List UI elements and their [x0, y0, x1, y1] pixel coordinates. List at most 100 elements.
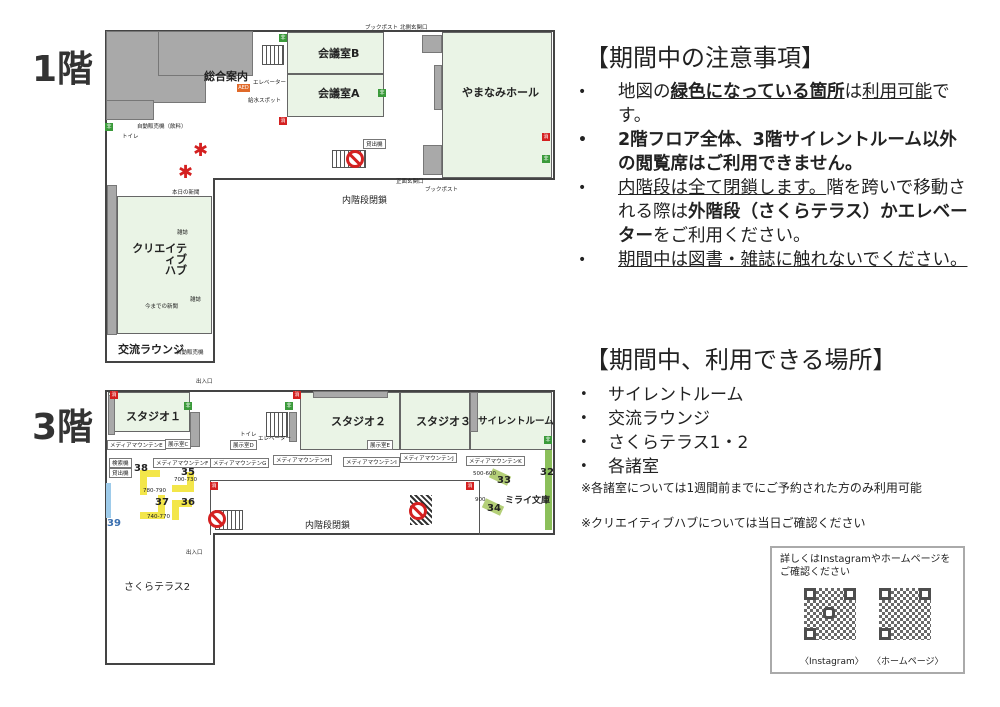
no-entry-icon [346, 150, 364, 168]
main-entrance-label: 正面玄関口 [396, 179, 424, 185]
search-terminal-label: 検索機 [109, 458, 132, 468]
note-text: 階を跨いで移動される際は [618, 178, 966, 222]
room-creative-hub: クリエイティブ ハブ [132, 242, 187, 277]
shelf-range: 500-600 [473, 471, 496, 477]
qr-box: 詳しくはInstagramやホームページをご確認ください 〈Instagram〉… [770, 546, 965, 674]
vending-label: 自動販売機 [176, 350, 204, 356]
water-spot-label: 給水スポット [248, 98, 282, 104]
shelf-range: 700-730 [174, 477, 197, 483]
media-mountain-label: メディアマウンテンH [273, 455, 333, 465]
emergency-exit-icon: 非 [279, 34, 287, 42]
note-text: をご利用ください。 [653, 226, 811, 246]
shelf-32 [545, 450, 552, 530]
fire-extinguisher-icon: 消 [542, 133, 550, 141]
media-mountain-label: メディアマウンテンE [107, 440, 166, 450]
emergency-exit-icon: 非 [542, 155, 550, 163]
homepage-label: 〈ホームページ〉 [872, 657, 944, 667]
emergency-exit-icon: 非 [285, 402, 293, 410]
instagram-label: 〈Instagram〉 [800, 657, 864, 667]
fire-extinguisher-icon: 消 [279, 117, 287, 125]
shelf-number: 36 [181, 497, 195, 508]
media-mountain-label: メディアマウンテンJ [400, 453, 457, 463]
info-desk: 総合案内 [204, 70, 248, 83]
shelf-number: 39 [107, 518, 121, 529]
shelf-number: 37 [155, 497, 169, 508]
north-entrance-label: 北側玄関口 [400, 25, 428, 31]
note-item: 内階段は全て閉鎖します。階を跨いで移動される際は外階段（さくらテラス）かエレベー… [578, 176, 968, 248]
place-item: サイレントルーム [580, 383, 748, 407]
seat-group-icon: ✱ [193, 140, 209, 161]
places-title: 【期間中、利用できる場所】 [585, 346, 897, 374]
note-text: 利用可能 [862, 82, 933, 102]
stairs-closed-label: 内階段閉鎖 [305, 521, 351, 531]
book-post-label: ブックポスト [425, 187, 459, 193]
shelf-number: 34 [487, 503, 501, 514]
note-text: 緑色になっている箇所 [670, 82, 845, 102]
instagram-icon [823, 607, 835, 619]
past-newspaper-label: 今までの新聞 [145, 304, 179, 310]
emergency-exit-icon: 非 [105, 123, 113, 131]
no-entry-icon [208, 510, 226, 528]
room-yamanami-hall: やまなみホール [462, 86, 539, 99]
instagram-qr-code[interactable] [804, 588, 856, 640]
shelf-range: 740-770 [147, 514, 170, 520]
fire-extinguisher-icon: 消 [110, 391, 118, 399]
vending-label: 自動販売機（飲料） [137, 124, 187, 130]
mirai-bunko-label: ミライ文庫 [505, 496, 551, 506]
exit-label: 出入口 [196, 379, 213, 385]
room-studio-1: スタジオ１ [126, 410, 181, 423]
note-item: 2階フロア全体、3階サイレントルーム以外の閲覧席はご利用できません。 [578, 128, 968, 176]
room-meeting-b: 会議室B [318, 47, 360, 60]
place-item: 交流ラウンジ [580, 407, 748, 431]
exhibit-d-label: 展示室D [230, 440, 257, 450]
shelf-number: 33 [497, 475, 511, 486]
elevator-label: エレベーター [253, 80, 287, 86]
places-footnote: ※クリエイティブハブについては当日ご確認ください [581, 516, 866, 530]
toilet-label: トイレ [240, 432, 257, 438]
book-post-label: ブックポスト [365, 25, 399, 31]
room-sakura-terrace-2: さくらテラス2 [124, 582, 191, 593]
emergency-exit-icon: 非 [544, 436, 552, 444]
room-studio-3: スタジオ３ [416, 415, 471, 428]
room-silent: サイレントルーム [478, 416, 554, 427]
note-text: 地図の [618, 82, 671, 102]
note-item: 地図の緑色になっている箇所は利用可能です。 [578, 80, 968, 128]
exhibit-c-label: 展示室C [165, 439, 192, 449]
fire-extinguisher-icon: 消 [466, 482, 474, 490]
homepage-qr-code[interactable] [879, 588, 931, 640]
elevator-label: エレベーター [258, 436, 292, 442]
notes-list: 地図の緑色になっている箇所は利用可能です。 2階フロア全体、3階サイレントルーム… [578, 80, 968, 272]
note-item: 期間中は図書・雑誌に触れないでください。 [578, 248, 968, 272]
lending-machine-label: 貸出機 [363, 139, 386, 149]
emergency-exit-icon: 非 [378, 89, 386, 97]
places-footnote: ※各諸室については1週間前までにご予約された方のみ利用可能 [581, 481, 922, 495]
toilet-label: トイレ [122, 134, 139, 140]
newspaper-label: 本日の新聞 [172, 190, 200, 196]
emergency-exit-icon: 非 [184, 402, 192, 410]
no-entry-icon [409, 502, 427, 520]
shelf-number: 32 [540, 467, 554, 478]
place-item: 各諸室 [580, 455, 748, 479]
place-item: さくらテラス1・2 [580, 431, 748, 455]
note-text: は [844, 82, 863, 102]
shelf-number: 35 [181, 467, 195, 478]
floor3-title: 3階 [32, 407, 94, 448]
fire-extinguisher-icon: 消 [210, 482, 218, 490]
note-text: です。 [618, 82, 950, 126]
fire-extinguisher-icon: 消 [293, 391, 301, 399]
magazine-label: 雑誌 [190, 297, 202, 303]
exhibit-e-label: 展示室E [367, 440, 393, 450]
room-studio-2: スタジオ２ [331, 415, 386, 428]
media-mountain-label: メディアマウンテンI [343, 457, 400, 467]
media-mountain-label: メディアマウンテンG [210, 458, 270, 468]
shelf-number: 38 [134, 463, 148, 474]
media-mountain-label: メディアマウンテンK [466, 456, 525, 466]
note-text: 内階段は全て閉鎖します。 [618, 178, 827, 198]
aed-icon: AED [237, 84, 250, 92]
qr-text: 詳しくはInstagramやホームページをご確認ください [780, 554, 951, 578]
shelf-range: 900 [475, 497, 486, 503]
note-text: 外階段（さくらテラス）かエレベーター [618, 202, 968, 246]
stairs-closed-label: 内階段閉鎖 [342, 196, 388, 206]
shelf-39 [106, 483, 111, 518]
lending-machine-label: 貸出機 [109, 468, 132, 478]
